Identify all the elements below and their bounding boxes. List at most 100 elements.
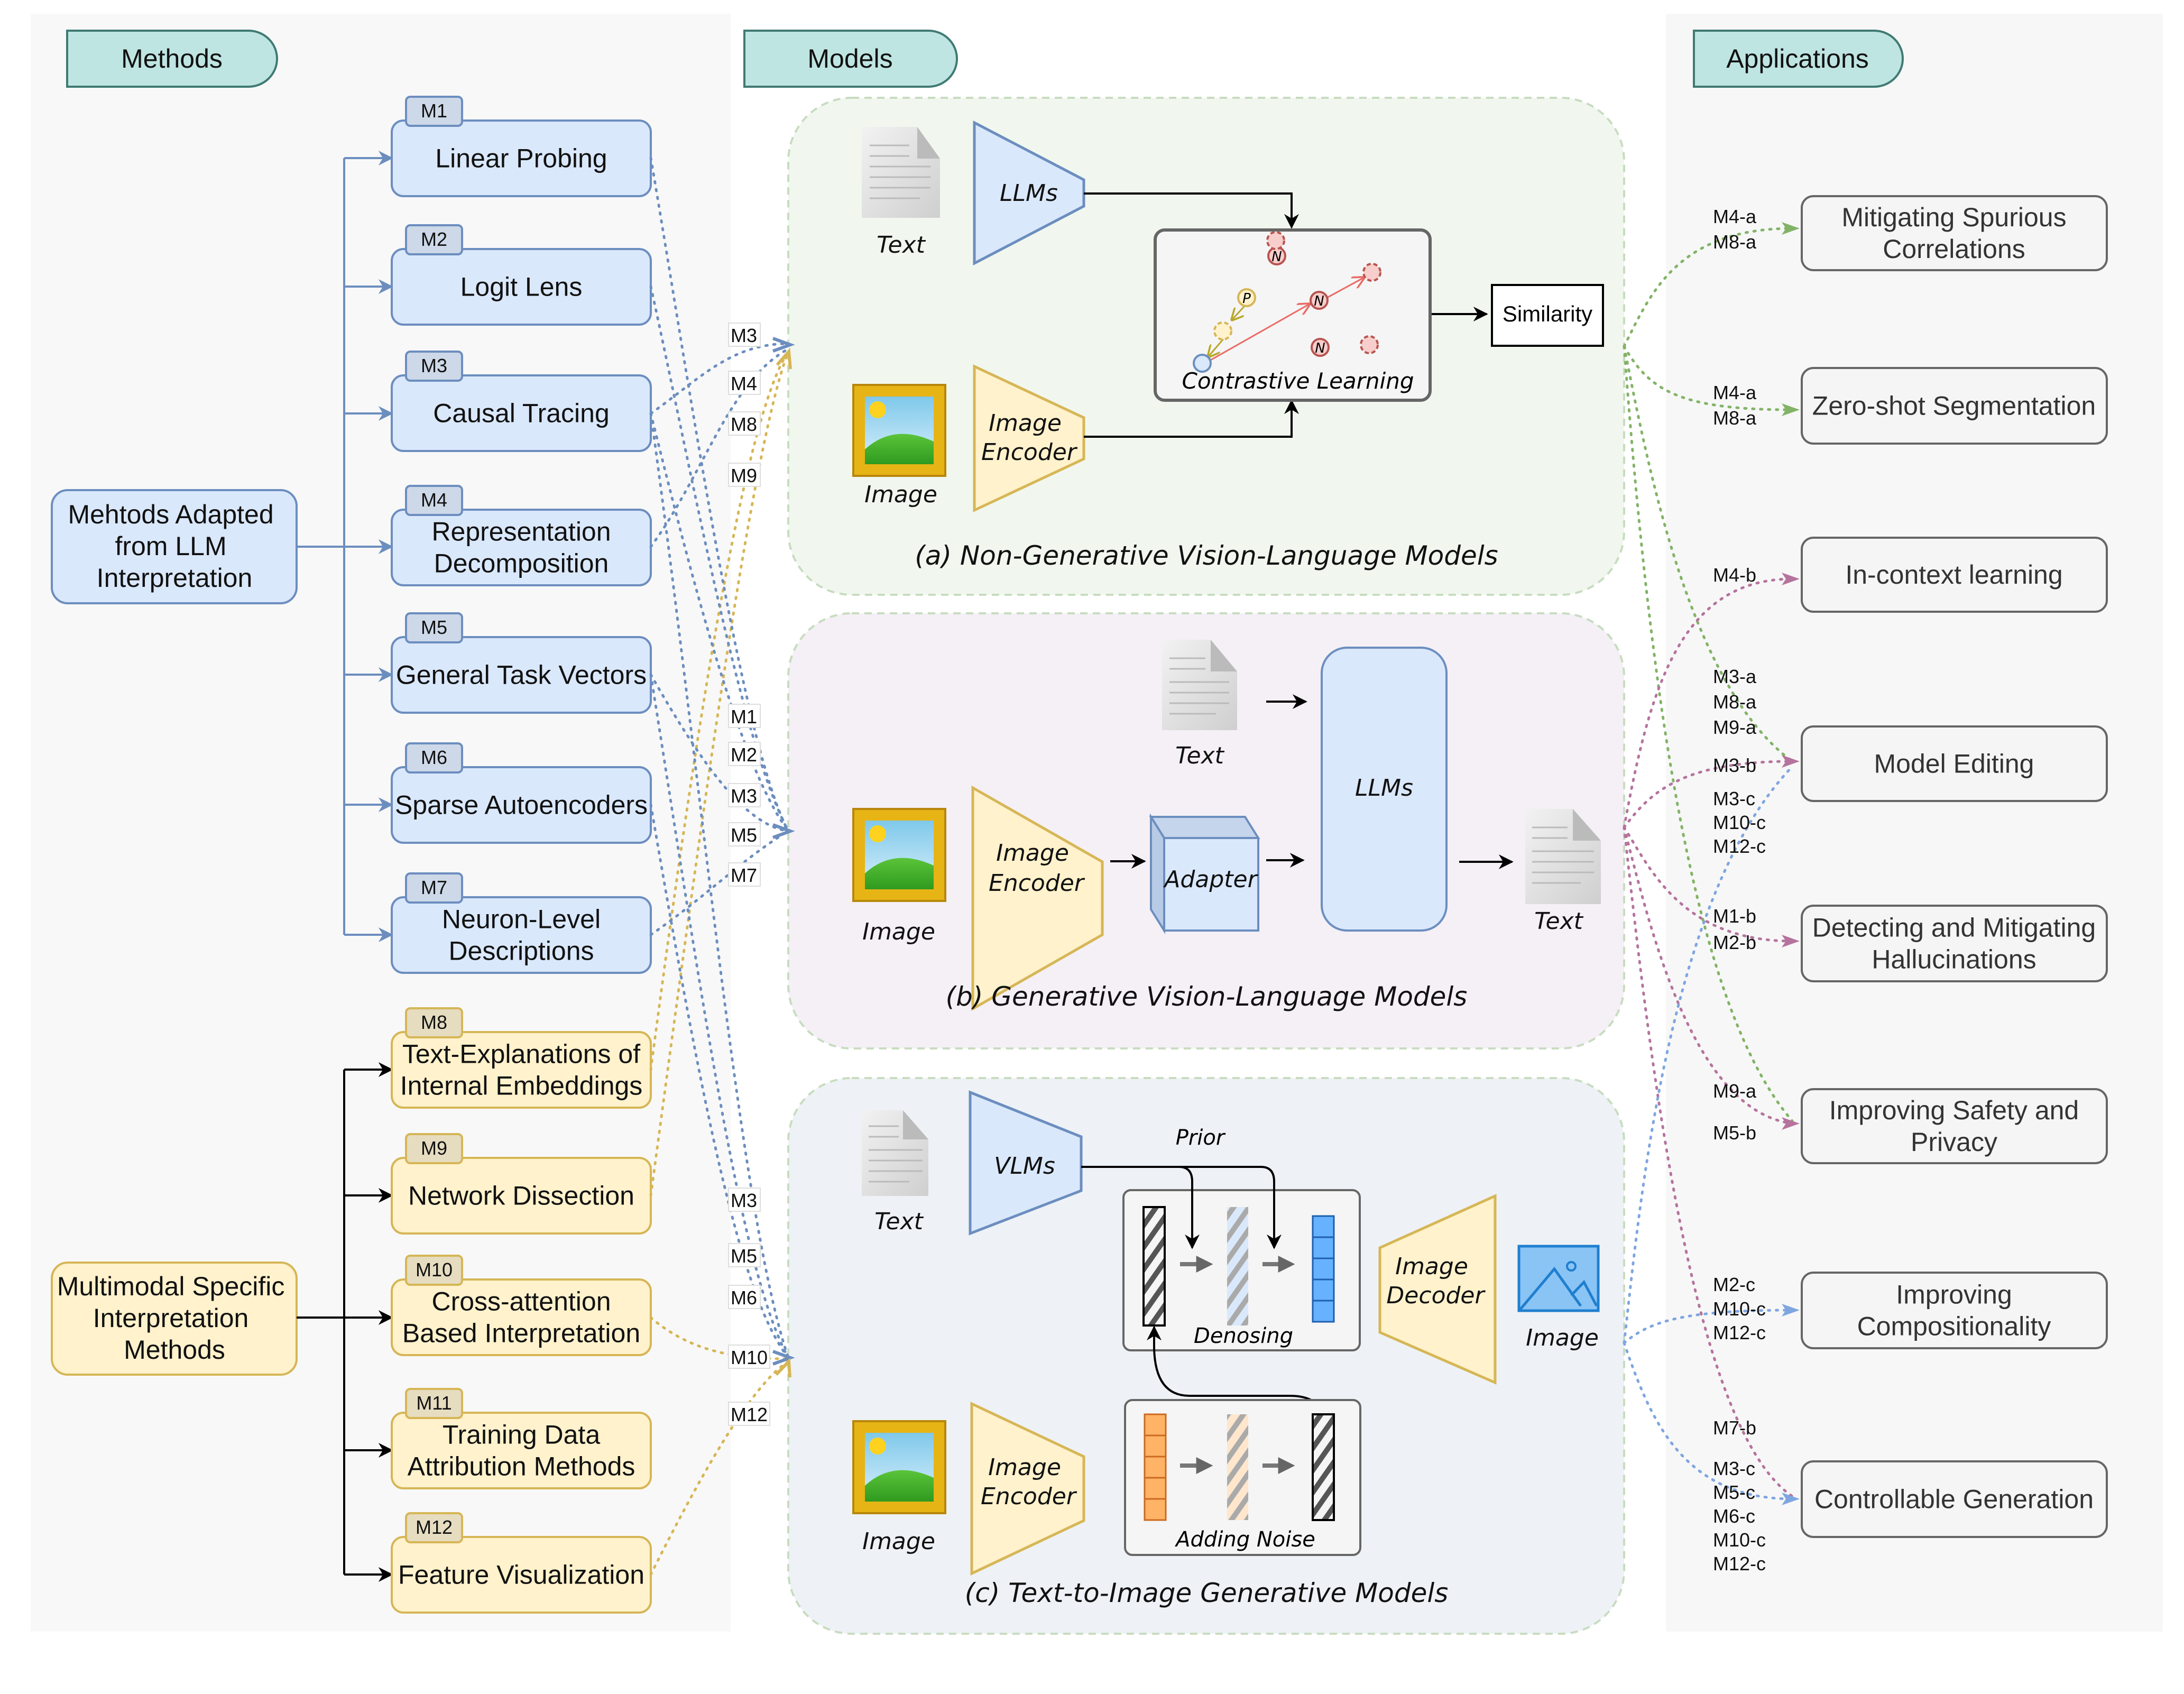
application-label: Zero-shot Segmentation: [1812, 391, 2096, 421]
method-tag-label: M6: [421, 747, 447, 768]
generative-caption: (b) Generative Vision-Language Models: [946, 981, 1468, 1012]
method-label: Logit Lens: [460, 272, 583, 302]
application-link-label: M7-b: [1713, 1417, 1756, 1439]
llm-methods-group[interactable]: Mehtods Adapted from LLM Interpretation: [51, 489, 298, 604]
application-link-label: M8-a: [1713, 691, 1757, 713]
image-encoder-label: Image Encoder: [981, 1454, 1077, 1510]
connection-label-text: M12: [731, 1404, 768, 1425]
methods-header: Methods: [66, 30, 278, 88]
connection-label-text: M3: [731, 785, 757, 807]
applications-header: Applications: [1693, 30, 1904, 88]
method-tag-label: M11: [416, 1392, 451, 1414]
connection-label: M5: [728, 822, 761, 846]
model-application-links: [1623, 227, 1794, 1500]
similarity-label: Similarity: [1503, 301, 1592, 326]
text-output-label: Text: [1534, 908, 1584, 935]
llm-block[interactable]: LLMs: [1321, 647, 1448, 932]
models-header: Models: [743, 30, 958, 88]
image-encoder-block[interactable]: Image Encoder: [973, 364, 1085, 512]
method-label: Training Data: [443, 1420, 600, 1450]
svg-text:Multimodal Specific Inte: Multimodal Specific Interpretation Metho…: [57, 1272, 292, 1365]
method-label: Cross-attention: [431, 1287, 611, 1316]
adding-noise-box[interactable]: Adding Noise: [1124, 1399, 1361, 1556]
connection-label: M10: [728, 1345, 770, 1369]
applications-list: Mitigating SpuriousCorrelationsM4-aM8-aZ…: [1713, 195, 2108, 1575]
mm-group-line-2: Interpretation: [93, 1303, 249, 1333]
positive-marker: P: [1242, 291, 1251, 307]
method-tag-label: M8: [421, 1011, 447, 1033]
vlm-block[interactable]: VLMs: [969, 1090, 1083, 1236]
image-decoder-block[interactable]: Image Decoder: [1378, 1194, 1497, 1385]
similarity-box[interactable]: Similarity: [1491, 284, 1604, 347]
application-label: In-context learning: [1845, 560, 2062, 590]
application-link-label: M3-a: [1713, 666, 1757, 687]
application-link-label: M12-c: [1713, 1322, 1766, 1343]
denoising-box[interactable]: Denosing: [1122, 1189, 1361, 1351]
application-box[interactable]: In-context learning: [1801, 537, 2108, 613]
method-label: Causal Tracing: [433, 399, 610, 428]
method-model-arrowheads: [772, 337, 795, 1378]
denoising-label: Denosing: [1194, 1324, 1293, 1348]
connection-label-text: M8: [731, 413, 757, 435]
text-to-image-model: Text VLMs Prior Denosing: [852, 1090, 1600, 1608]
image-encoder-block[interactable]: Image Encoder: [971, 785, 1104, 1011]
connection-label: M7: [728, 862, 761, 887]
application-link-label: M12-c: [1713, 1553, 1766, 1575]
llm-group-line-1: Mehtods Adapted: [68, 500, 273, 529]
method-tag: M9: [405, 1133, 463, 1164]
text-input-label: Text: [1175, 742, 1225, 769]
method-tag-label: M10: [416, 1259, 453, 1281]
application-box[interactable]: Model Editing: [1801, 725, 2108, 802]
image-input-label: Image: [862, 918, 935, 945]
image-frame-icon: [852, 384, 946, 477]
llm-encoder-block[interactable]: LLMs: [973, 120, 1085, 266]
method-label: Feature Visualization: [398, 1560, 644, 1590]
llm-label: LLMs: [1355, 775, 1413, 802]
text-document-icon: [862, 1110, 928, 1196]
application-link-label: M9-a: [1713, 716, 1757, 738]
method-tag-label: M1: [421, 100, 447, 122]
application-link-label: M8-a: [1713, 407, 1757, 429]
connection-label-text: M4: [731, 373, 757, 394]
image-encoder-block[interactable]: Image Encoder: [970, 1402, 1085, 1576]
text-input-label: Text: [874, 1208, 924, 1235]
method-label: Representation: [431, 517, 611, 547]
connection-label: M5: [728, 1243, 761, 1267]
connection-label: M6: [728, 1285, 761, 1309]
application-box[interactable]: Zero-shot Segmentation: [1801, 367, 2108, 445]
method-tag-label: M2: [421, 228, 447, 250]
image-input-label: Image: [864, 481, 937, 508]
contrastive-learning-box[interactable]: P N N N Contrastive Learning: [1154, 228, 1432, 402]
application-label: Improving: [1896, 1280, 2012, 1310]
text-input-label: Text: [877, 232, 926, 259]
non-generative-model: Text Image LLMs Image Encoder: [852, 120, 1604, 571]
multimodal-methods-group[interactable]: Multimodal Specific Interpretation Metho…: [51, 1262, 298, 1376]
applications-panel-bg: [1666, 14, 2163, 1632]
connection-label-text: M7: [731, 864, 757, 886]
adapter-block[interactable]: Adapter: [1149, 813, 1260, 934]
connection-label: M3: [728, 323, 761, 347]
method-tag: M7: [405, 872, 463, 904]
connection-label-text: M3: [731, 325, 757, 346]
method-label: Linear Probing: [435, 144, 607, 173]
application-label: Compositionality: [1857, 1312, 2051, 1341]
application-link-label: M5-c: [1713, 1481, 1755, 1503]
application-box[interactable]: Controllable Generation: [1801, 1460, 2108, 1538]
input-image-label: Image: [862, 1528, 935, 1555]
application-link-label: M3-c: [1713, 788, 1755, 809]
connection-label: M2: [728, 742, 761, 766]
